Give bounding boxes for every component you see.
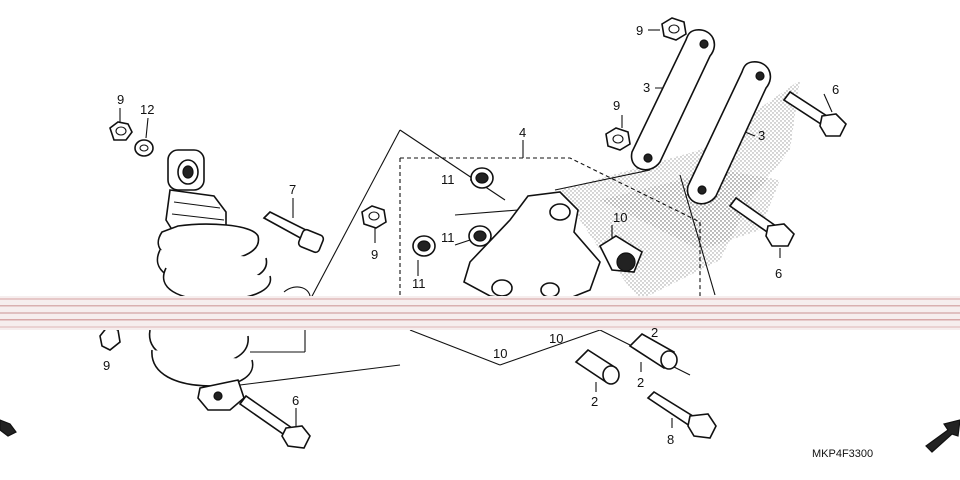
washer-12 xyxy=(134,139,154,157)
bolt-8 xyxy=(646,390,717,439)
callout-8: 8 xyxy=(667,432,674,447)
callout-6: 6 xyxy=(775,266,782,281)
callout-9: 9 xyxy=(117,92,124,107)
seal-11-c xyxy=(412,235,436,257)
bolt-6-top-right xyxy=(782,90,847,137)
front-arrow-icon xyxy=(925,419,960,453)
callout-11: 11 xyxy=(441,230,455,245)
rear-arrow-edge-icon xyxy=(0,419,17,437)
assembly-outline xyxy=(399,157,701,300)
collar-2-a xyxy=(574,348,620,385)
callout-9: 9 xyxy=(103,358,110,373)
callout-11: 11 xyxy=(412,276,426,291)
callout-9: 9 xyxy=(371,247,378,262)
callout-7: 7 xyxy=(289,182,296,197)
callout-4: 4 xyxy=(519,125,526,140)
bolt-6-right xyxy=(728,196,795,247)
bolt-6-lower-left xyxy=(238,394,311,449)
scan-artifact-band xyxy=(0,296,960,330)
callout-9: 9 xyxy=(636,23,643,38)
callout-2: 2 xyxy=(591,394,598,409)
callout-2: 2 xyxy=(637,375,644,390)
callout-10: 10 xyxy=(549,331,563,346)
leader-lines xyxy=(119,29,833,428)
callout-11: 11 xyxy=(441,172,455,187)
bolt-7 xyxy=(262,211,325,254)
callout-10: 10 xyxy=(493,346,507,361)
nut-9-top-left xyxy=(109,121,133,141)
nut-9-top-right xyxy=(661,17,687,41)
callout-9: 9 xyxy=(613,98,620,113)
collar-2-b xyxy=(628,333,678,370)
bushing-10 xyxy=(598,235,643,273)
cushion-link-3-b xyxy=(686,61,772,205)
callout-10: 10 xyxy=(613,210,627,225)
callouts: 9 12 7 9 4 11 11 11 9 9 3 3 6 10 6 9 10 … xyxy=(103,23,839,447)
rear-shock-absorber xyxy=(148,149,311,411)
seal-11-a xyxy=(470,167,494,189)
nut-9-middle xyxy=(361,205,387,229)
callout-6: 6 xyxy=(292,393,299,408)
nut-9-link xyxy=(605,127,631,151)
diagram-code: MKP4F3300 xyxy=(812,448,873,460)
cushion-arm-4 xyxy=(463,191,601,303)
cushion-link-3-a xyxy=(630,29,716,171)
callout-2: 2 xyxy=(651,325,658,340)
callout-3: 3 xyxy=(643,80,650,95)
seal-11-b xyxy=(468,225,492,247)
callout-3: 3 xyxy=(758,128,765,143)
callout-12: 12 xyxy=(140,102,154,117)
callout-6: 6 xyxy=(832,82,839,97)
